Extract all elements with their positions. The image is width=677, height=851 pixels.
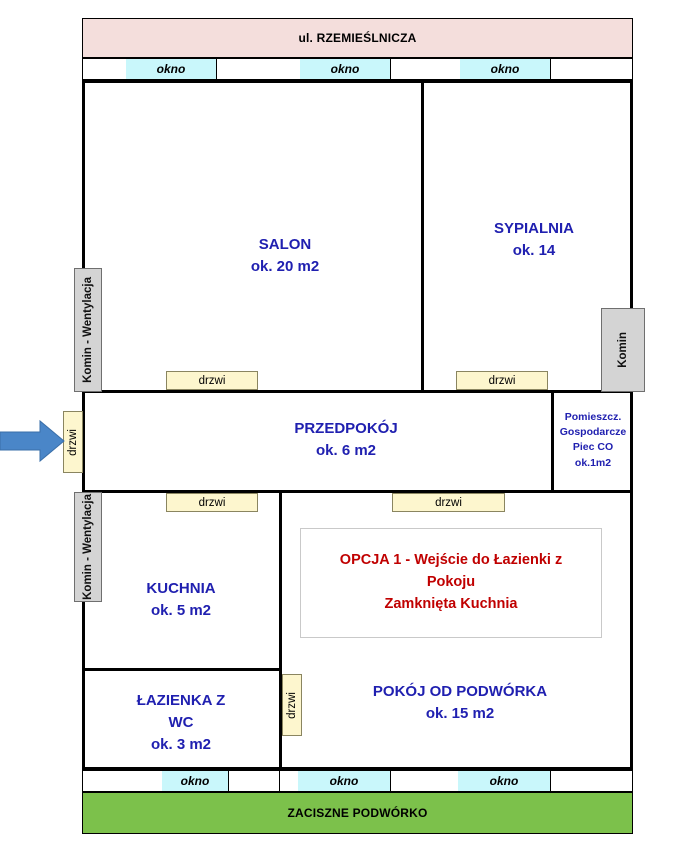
- utility-line-3: Piec CO: [572, 441, 614, 454]
- room-name-pokoj-od-podworka: POKÓJ OD PODWÓRKA: [372, 683, 548, 700]
- outer-wall-top: [82, 80, 633, 83]
- entry-arrow-icon: [0, 419, 65, 463]
- note-line-3: Zamknięta Kuchnia: [384, 595, 518, 612]
- room-label-kuchnia: KUCHNIA ok. 5 m2: [96, 578, 266, 622]
- room-area-sypialnia: ok. 14: [512, 241, 556, 259]
- strip-divider-1: [216, 58, 217, 80]
- door-entrance[interactable]: drzwi: [63, 411, 83, 473]
- window-bottom-3: okno: [458, 770, 550, 792]
- wall-kitchen-bathroom: [82, 668, 282, 671]
- door-kuchnia[interactable]: drzwi: [166, 493, 258, 512]
- utility-line-1: Pomieszcz.: [564, 411, 622, 423]
- window-bottom-1: okno: [162, 770, 228, 792]
- outer-wall-left: [82, 80, 85, 770]
- street-banner: ul. RZEMIEŚLNICZA: [82, 18, 633, 58]
- room-name-salon: SALON: [258, 236, 312, 253]
- room-area-salon: ok. 20 m2: [250, 257, 320, 275]
- yard-banner: ZACISZNE PODWÓRKO: [82, 792, 633, 834]
- door-salon[interactable]: drzwi: [166, 371, 258, 390]
- wall-hallway-bottom: [82, 490, 633, 493]
- window-top-1: okno: [126, 58, 216, 80]
- wall-hallway-top: [82, 390, 633, 393]
- room-label-przedpokoj: PRZEDPOKÓJ ok. 6 m2: [206, 418, 486, 462]
- room-name-kuchnia: KUCHNIA: [146, 580, 216, 597]
- room-area-kuchnia: ok. 5 m2: [150, 601, 212, 619]
- outer-wall-right: [630, 80, 633, 770]
- door-lazienka[interactable]: drzwi: [282, 674, 302, 736]
- room-area-lazienka: ok. 3 m2: [150, 735, 212, 753]
- room-label-pokoj-od-podworka: POKÓJ OD PODWÓRKA ok. 15 m2: [320, 681, 600, 725]
- utility-line-2: Gospodarcze: [559, 426, 627, 439]
- room-label-utility: Pomieszcz. Gospodarcze Piec CO ok.1m2: [556, 410, 630, 471]
- door-pokoj[interactable]: drzwi: [392, 493, 505, 512]
- door-sypialnia[interactable]: drzwi: [456, 371, 548, 390]
- room-name-sypialnia: SYPIALNIA: [493, 220, 574, 237]
- utility-line-4: ok.1m2: [574, 456, 612, 469]
- room-label-sypialnia: SYPIALNIA ok. 14: [434, 218, 634, 262]
- chimney-vent-lower: Komin - Wentylacja: [74, 492, 102, 602]
- room-name-lazienka: ŁAZIENKA Z: [136, 692, 226, 709]
- chimney-right: Komin: [601, 308, 645, 392]
- strip-divider-5: [279, 770, 280, 792]
- strip-divider-3: [550, 58, 551, 80]
- wall-kitchen-room: [279, 490, 282, 770]
- room-area-przedpokoj: ok. 6 m2: [315, 441, 377, 459]
- chimney-vent-upper: Komin - Wentylacja: [74, 268, 102, 392]
- room-sub-lazienka: WC: [168, 713, 194, 731]
- wall-salon-sypialnia: [421, 80, 424, 392]
- note-option-1: OPCJA 1 - Wejście do Łazienki z Pokoju Z…: [300, 528, 602, 638]
- room-label-lazienka: ŁAZIENKA Z WC ok. 3 m2: [96, 690, 266, 755]
- outer-wall-bottom: [82, 767, 633, 770]
- note-line-1: OPCJA 1 - Wejście do Łazienki z: [339, 552, 563, 569]
- window-bottom-2: okno: [298, 770, 390, 792]
- wall-utility-left: [551, 390, 554, 493]
- strip-divider-7: [550, 770, 551, 792]
- window-top-3: okno: [460, 58, 550, 80]
- room-name-przedpokoj: PRZEDPOKÓJ: [294, 420, 398, 437]
- strip-divider-4: [228, 770, 229, 792]
- strip-divider-6: [390, 770, 391, 792]
- chimney-right-label: Komin: [617, 332, 629, 368]
- room-label-salon: SALON ok. 20 m2: [165, 234, 405, 278]
- strip-divider-2: [390, 58, 391, 80]
- chimney-vent-lower-label: Komin - Wentylacja: [82, 494, 94, 600]
- note-line-2: Pokoju: [426, 574, 476, 591]
- window-top-2: okno: [300, 58, 390, 80]
- chimney-vent-upper-label: Komin - Wentylacja: [82, 277, 94, 383]
- room-area-pokoj-od-podworka: ok. 15 m2: [425, 704, 495, 722]
